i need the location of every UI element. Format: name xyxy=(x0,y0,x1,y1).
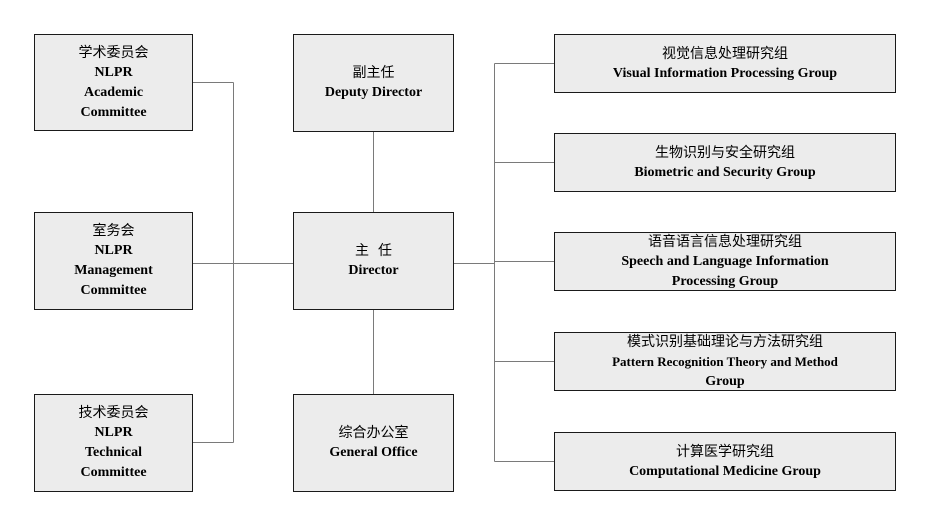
deputy-director-en: Deputy Director xyxy=(324,85,423,100)
academic-committee-cn: 学术委员会 xyxy=(78,44,149,61)
management-committee-box: 室务会 NLPR Management Committee xyxy=(34,212,193,310)
director-box: 主 任 Director xyxy=(293,212,454,310)
group-box-pattern-recognition: 模式识别基础理论与方法研究组 Pattern Recognition Theor… xyxy=(554,332,896,391)
group-pattern-recognition-cn: 模式识别基础理论与方法研究组 xyxy=(627,333,823,350)
general-office-box: 综合办公室 General Office xyxy=(293,394,454,492)
deputy-director-cn: 副主任 xyxy=(352,65,395,81)
technical-committee-en-line-3: Committee xyxy=(80,465,147,480)
academic-committee-en-line-1: NLPR xyxy=(94,64,133,80)
management-committee-en-line-1: NLPR xyxy=(94,243,133,258)
technical-committee-box: 技术委员会 NLPR Technical Committee xyxy=(34,394,193,492)
group-box-speech-language: 语音语言信息处理研究组 Speech and Language Informat… xyxy=(554,232,896,291)
technical-committee-en-line-2: Technical xyxy=(84,445,143,460)
academic-committee-box: 学术委员会 NLPR Academic Committee xyxy=(34,34,193,131)
group-biometric-cn: 生物识别与安全研究组 xyxy=(655,144,795,161)
technical-committee-en-line-1: NLPR xyxy=(94,425,133,440)
general-office-cn: 综合办公室 xyxy=(338,425,409,441)
general-office-en: General Office xyxy=(329,445,418,460)
group-speech-language-en-line-2: Processing Group xyxy=(671,273,779,289)
group-pattern-recognition-en-line-2: Group xyxy=(705,373,745,389)
academic-committee-en-line-3: Committee xyxy=(80,104,147,120)
director-en: Director xyxy=(348,263,399,278)
group-box-visual: 视觉信息处理研究组 Visual Information Processing … xyxy=(554,34,896,93)
technical-committee-cn: 技术委员会 xyxy=(78,405,149,421)
management-committee-en-line-2: Management xyxy=(74,263,153,278)
group-computational-medicine-en-line-1: Computational Medicine Group xyxy=(629,463,821,479)
management-committee-en-line-3: Committee xyxy=(80,283,147,298)
management-committee-cn: 室务会 xyxy=(92,223,135,239)
group-visual-en-line-1: Visual Information Processing Group xyxy=(612,65,838,81)
group-computational-medicine-cn: 计算医学研究组 xyxy=(676,443,774,460)
deputy-director-box: 副主任 Deputy Director xyxy=(293,34,454,132)
group-speech-language-cn: 语音语言信息处理研究组 xyxy=(648,233,802,250)
group-visual-cn: 视觉信息处理研究组 xyxy=(662,45,788,62)
group-biometric-en-line-1: Biometric and Security Group xyxy=(634,164,816,180)
academic-committee-en-line-2: Academic xyxy=(83,84,144,100)
group-box-biometric: 生物识别与安全研究组 Biometric and Security Group xyxy=(554,133,896,192)
director-cn: 主 任 xyxy=(355,243,392,259)
group-box-computational-medicine: 计算医学研究组 Computational Medicine Group xyxy=(554,432,896,491)
group-pattern-recognition-en-line-1: Pattern Recognition Theory and Method xyxy=(612,353,838,369)
group-speech-language-en-line-1: Speech and Language Information xyxy=(621,253,829,269)
